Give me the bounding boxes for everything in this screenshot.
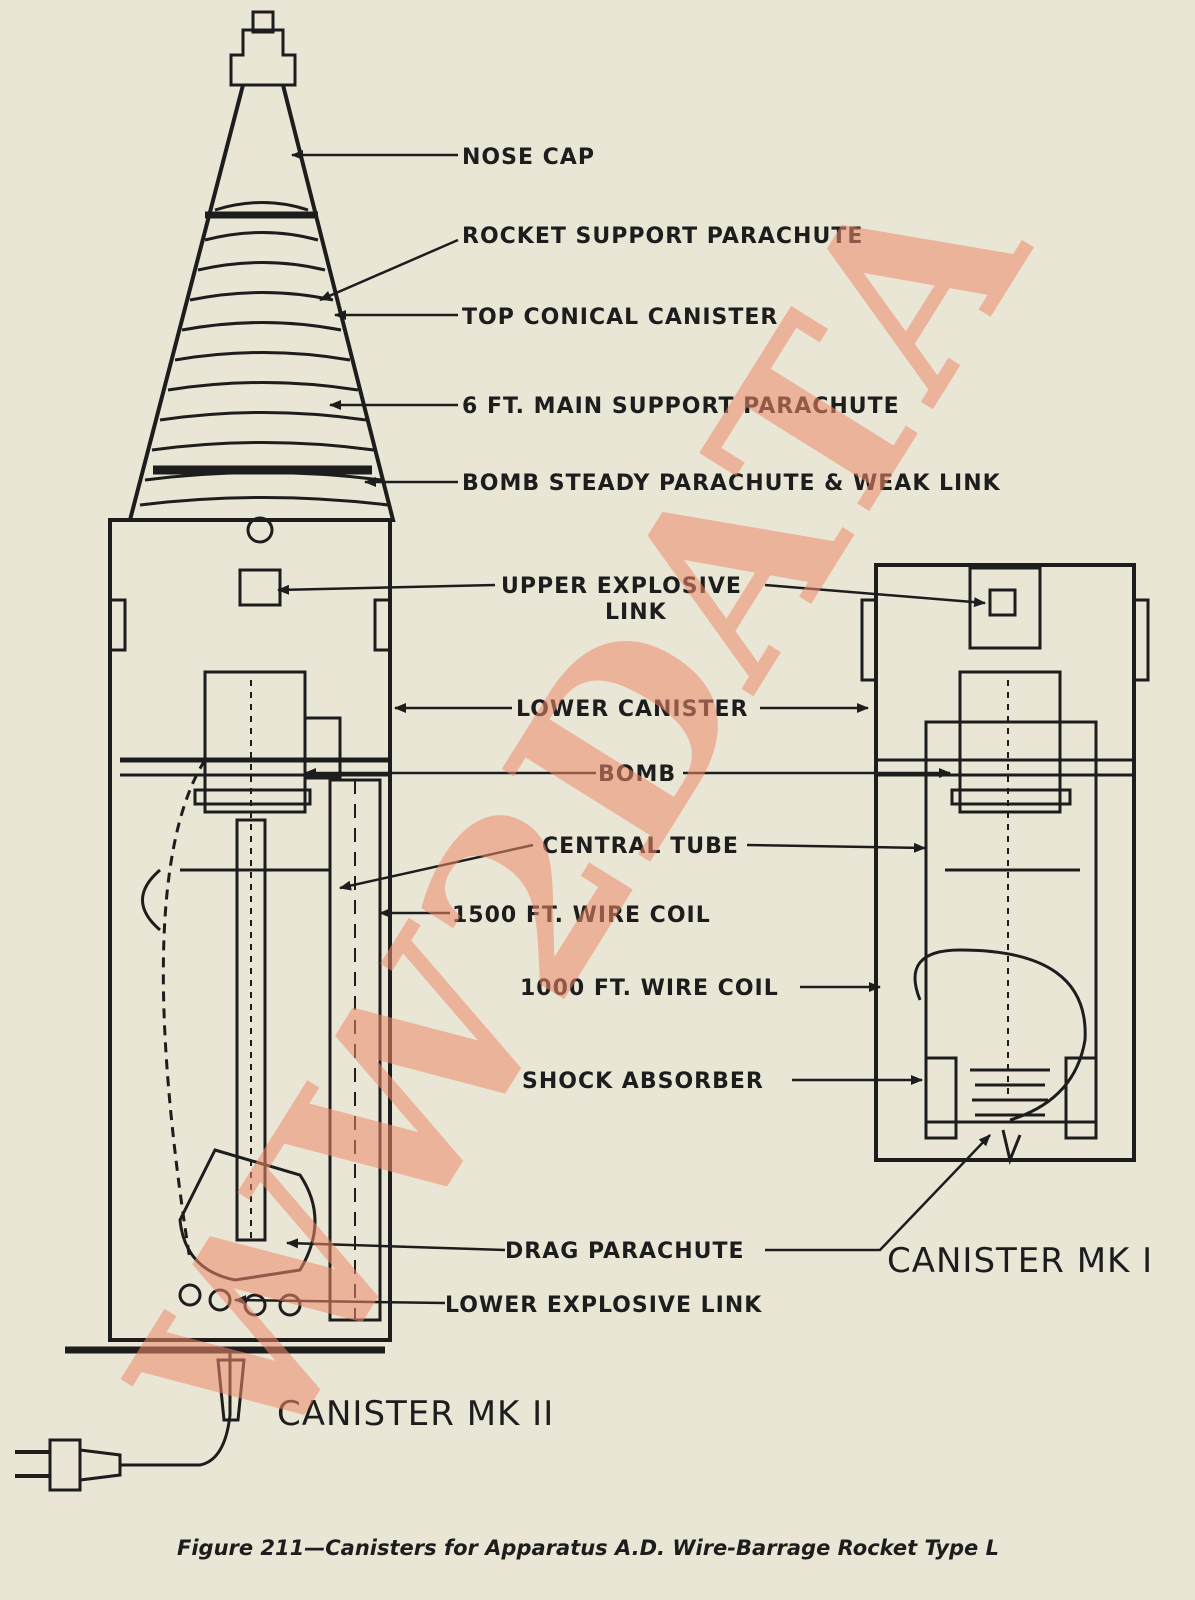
lower-canister-body	[108, 518, 392, 1342]
label-rocket-support-parachute: ROCKET SUPPORT PARACHUTE	[462, 224, 863, 249]
figure-caption: Figure 211—Canisters for Apparatus A.D. …	[177, 1536, 999, 1560]
label-wire-coil-1000: 1000 FT. WIRE COIL	[520, 976, 779, 1001]
shock-absorber-shape	[924, 1056, 1098, 1140]
label-bomb-steady-parachute: BOMB STEADY PARACHUTE & WEAK LINK	[462, 471, 1001, 496]
label-nose-cap: NOSE CAP	[462, 145, 595, 170]
label-central-tube: CENTRAL TUBE	[542, 834, 739, 859]
label-main-support-parachute: 6 FT. MAIN SUPPORT PARACHUTE	[462, 394, 900, 419]
label-lower-explosive-link: LOWER EXPLOSIVE LINK	[445, 1293, 762, 1318]
central-tube-shape	[235, 818, 267, 1242]
label-bomb: BOMB	[598, 762, 676, 787]
labels: NOSE CAP ROCKET SUPPORT PARACHUTE TOP CO…	[177, 145, 1153, 1560]
nose-cap-shape	[229, 28, 297, 87]
label-lower-canister: LOWER CANISTER	[516, 697, 748, 722]
canister-mk2-drawing	[15, 10, 396, 1492]
label-upper-explosive-link: UPPER EXPLOSIVE	[501, 574, 742, 599]
drag-parachute-shape	[178, 1148, 317, 1282]
title-canister-mk2: CANISTER MK II	[277, 1394, 554, 1434]
canister-mk1-drawing	[860, 563, 1150, 1165]
label-wire-coil-1500: 1500 FT. WIRE COIL	[452, 903, 711, 928]
label-upper-explosive-link-2: LINK	[605, 600, 667, 625]
label-top-conical-canister: TOP CONICAL CANISTER	[462, 305, 778, 330]
label-shock-absorber: SHOCK ABSORBER	[522, 1069, 764, 1094]
label-drag-parachute: DRAG PARACHUTE	[505, 1239, 745, 1264]
leader-lines	[234, 150, 991, 1306]
top-conical-canister-shape	[127, 84, 396, 522]
title-canister-mk1: CANISTER MK I	[887, 1241, 1153, 1281]
